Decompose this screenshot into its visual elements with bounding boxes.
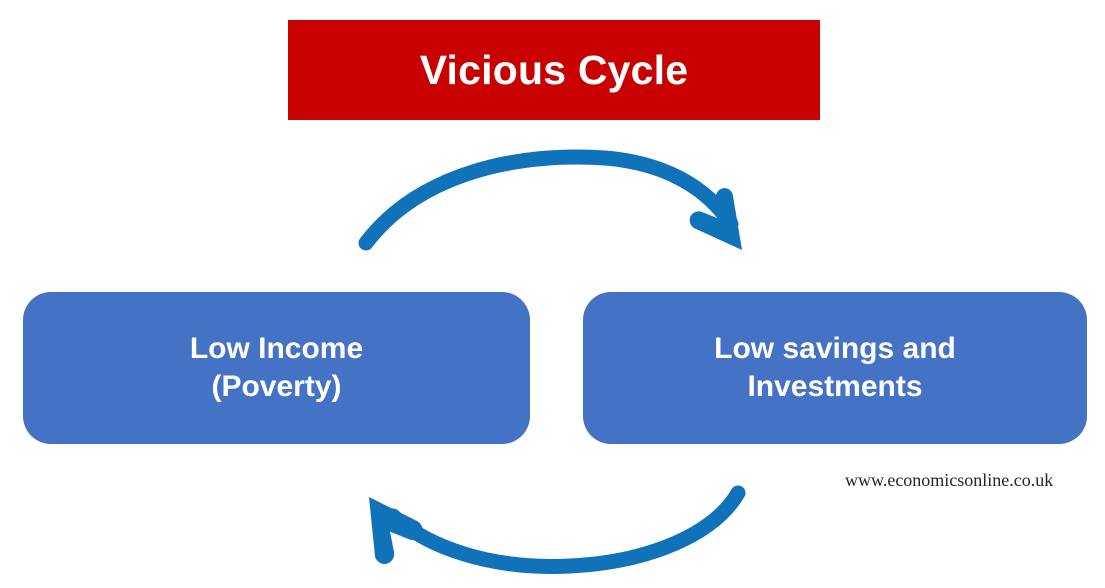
- node-low-savings: Low savings and Investments: [583, 292, 1087, 444]
- node-low-income: Low Income (Poverty): [23, 292, 530, 444]
- curved-arrow-left-icon: [369, 485, 746, 574]
- node-low-income-label: Low Income (Poverty): [189, 331, 364, 403]
- page-title: Vicious Cycle: [419, 46, 689, 93]
- watermark-url: www.economicsonline.co.uk: [845, 470, 1054, 490]
- title-banner: Vicious Cycle: [288, 20, 820, 120]
- node-low-savings-label: Low savings and Investments: [714, 331, 956, 403]
- curved-arrow-right-icon: [358, 149, 742, 251]
